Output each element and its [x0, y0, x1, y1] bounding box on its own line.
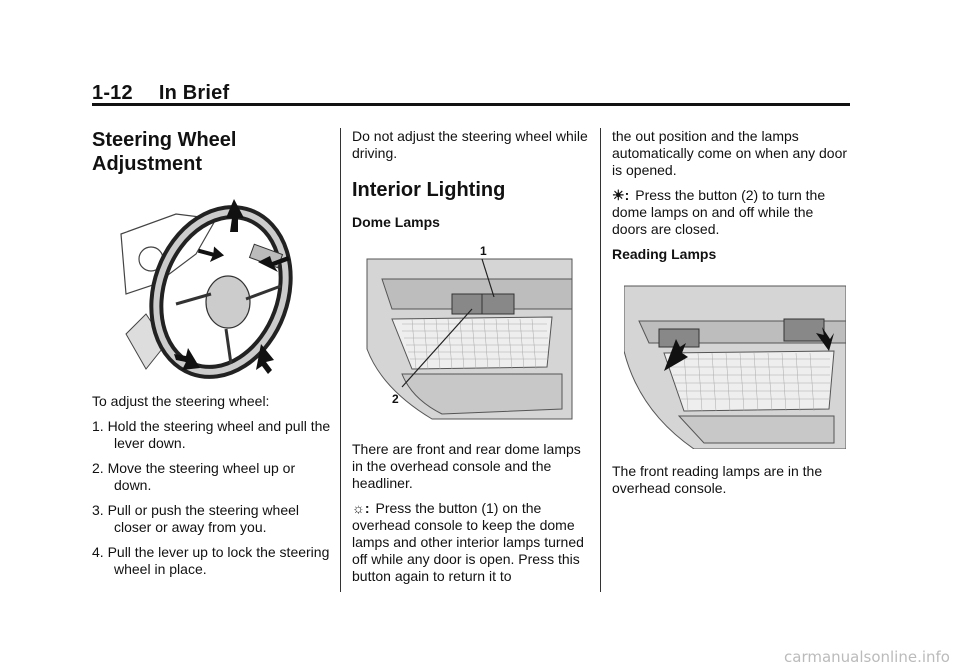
page-header: 1-12 In Brief	[92, 82, 229, 105]
reading-lamps-figure	[624, 281, 846, 449]
figure-label-2: 2	[392, 392, 399, 406]
figure-label-1: 1	[480, 244, 487, 258]
column-1: Steering Wheel Adjustment To adjust the …	[92, 128, 332, 586]
dome-button2-desc: Press the button (2) to turn the dome la…	[612, 187, 826, 237]
steering-steps: 1. Hold the steering wheel and pull the …	[92, 418, 332, 578]
reading-lamps-description: The front reading lamps are in the overh…	[612, 463, 823, 496]
dome-button2-paragraph: ☀:Press the button (2) to turn the dome …	[612, 187, 852, 238]
dome-lamps-figure: 1 2	[362, 239, 587, 429]
steering-step-3: 3. Pull or push the steering wheel close…	[92, 502, 300, 535]
steering-intro: To adjust the steering wheel:	[92, 393, 270, 409]
column-3: the out position and the lamps automatic…	[612, 128, 852, 505]
dome-lamps-off-icon: ☼:	[352, 500, 370, 516]
page-number: 1-12	[92, 82, 133, 104]
dome-button1-desc: Press the button (1) on the overhead con…	[352, 500, 584, 584]
steering-step-2: 2. Move the steering wheel up or down.	[92, 460, 296, 493]
interior-lighting-heading: Interior Lighting	[352, 179, 506, 201]
section-title: In Brief	[158, 82, 230, 104]
column-2: Do not adjust the steering wheel while d…	[352, 128, 592, 593]
steering-step-4: 4. Pull the lever up to lock the steerin…	[92, 544, 330, 577]
steering-warning: Do not adjust the steering wheel while d…	[352, 128, 588, 161]
dome-lamps-on-off-icon: ☀:	[612, 187, 630, 203]
symbol-colon-1: :	[364, 500, 370, 516]
steering-heading: Steering Wheel Adjustment	[92, 129, 237, 175]
dome-continued: the out position and the lamps automatic…	[612, 128, 848, 178]
column-divider-1	[340, 128, 341, 592]
header-rule	[92, 103, 850, 106]
dome-lamps-description: There are front and rear dome lamps in t…	[352, 441, 581, 491]
steering-wheel-figure	[116, 194, 306, 379]
reading-lamps-subheading: Reading Lamps	[612, 246, 717, 262]
column-divider-2	[600, 128, 601, 592]
dome-button1-paragraph: ☼:Press the button (1) on the overhead c…	[352, 500, 592, 585]
watermark: carmanualsonline.info	[784, 648, 950, 666]
dome-lamps-subheading: Dome Lamps	[352, 214, 440, 230]
symbol-colon-2: :	[624, 187, 630, 203]
steering-step-1: 1. Hold the steering wheel and pull the …	[92, 418, 331, 451]
